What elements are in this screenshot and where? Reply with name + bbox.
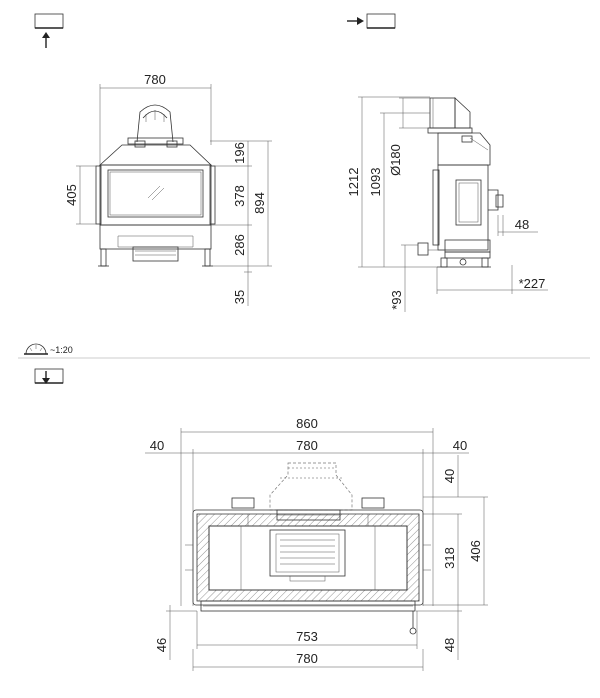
side-dimensions: 1212 1093 Ø180 48 *93 *227	[346, 96, 548, 312]
side-handle-label: 48	[515, 217, 529, 232]
side-inlet-label: *93	[389, 290, 404, 310]
plan-front-48-label: 48	[442, 638, 457, 652]
plan-dimensions: 860 780 40 40 40 318 406 46 48 753 780	[145, 416, 488, 671]
side-flue-diameter-label: Ø180	[388, 144, 403, 176]
front-total-height-label: 894	[252, 192, 267, 214]
plan-inner-width-label: 780	[296, 438, 318, 453]
front-width-label: 780	[144, 72, 166, 87]
front-view	[95, 104, 216, 267]
front-segment-378: 378	[232, 185, 247, 207]
plan-glass-width-label: 753	[296, 629, 318, 644]
side-height-total-label: 1212	[346, 168, 361, 197]
front-segment-286: 286	[232, 234, 247, 256]
plan-top-offset-label: 40	[442, 469, 457, 483]
view-side-icon	[347, 13, 396, 29]
plan-front-46-label: 46	[154, 638, 169, 652]
side-height-flue-label: 1093	[368, 168, 383, 197]
plan-depth-406-label: 406	[468, 540, 483, 562]
plan-outer-width-label: 860	[296, 416, 318, 431]
front-opening-height-label: 405	[64, 184, 79, 206]
front-segment-196: 196	[232, 142, 247, 164]
view-front-icon	[34, 13, 64, 48]
plan-left-offset-label: 40	[150, 438, 164, 453]
side-view	[417, 97, 504, 268]
view-top-icon	[34, 368, 64, 384]
scale-ruler-icon	[24, 343, 48, 355]
plan-view	[185, 462, 431, 635]
plan-right-offset-label: 40	[453, 438, 467, 453]
side-depth-label: *227	[519, 276, 546, 291]
plan-bottom-width-label: 780	[296, 651, 318, 666]
scale-label: ~1:20	[50, 345, 73, 355]
front-dimensions: 780 405 196 378 286 894 35	[64, 72, 272, 306]
front-foot-label: 35	[232, 290, 247, 304]
plan-depth-318-label: 318	[442, 547, 457, 569]
